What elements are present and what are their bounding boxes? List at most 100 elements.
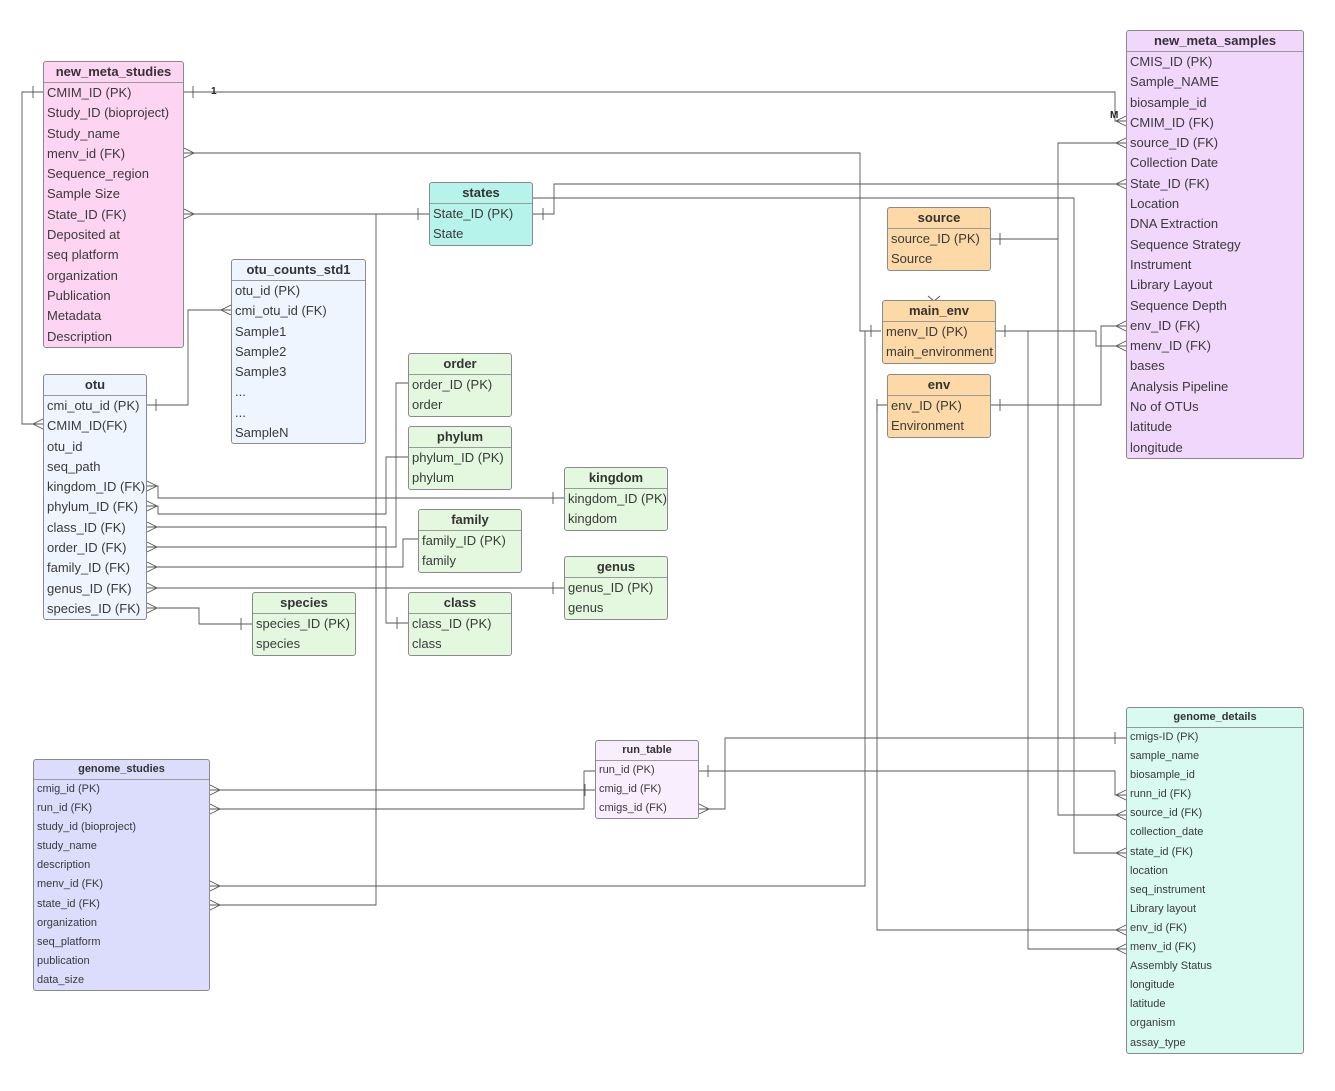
entity-field: data_size xyxy=(37,973,85,986)
entity-field: Sample_NAME xyxy=(1130,74,1219,90)
entity-title: run_table xyxy=(596,741,698,761)
entity-field: Library layout xyxy=(1130,902,1197,915)
entity-field: order_ID (PK) xyxy=(412,377,493,392)
entity-field: biosample_id xyxy=(1130,94,1207,110)
entity-field: menv_id (FK) xyxy=(47,145,126,161)
entity-field: longitude xyxy=(1130,439,1183,455)
connector-cmigs xyxy=(699,737,1126,810)
entity-field: cmigs_id (FK) xyxy=(599,802,667,815)
entity-field: cmig_id (PK) xyxy=(37,783,100,795)
entity-field: location xyxy=(1130,864,1168,877)
entity-field: genus xyxy=(568,600,604,616)
entity-field: biosample_id xyxy=(1130,769,1195,782)
connector-state-meta-samples xyxy=(533,183,1126,215)
entity-field: menv_id (FK) xyxy=(37,878,104,891)
entity-field: Instrument xyxy=(1130,256,1192,272)
entity-field: study_id (bioproject) xyxy=(37,821,137,834)
entity-title: order xyxy=(409,354,511,375)
entity-field: CMIM_ID (FK) xyxy=(1130,114,1214,130)
entity-field: order xyxy=(412,397,443,413)
entity-field: organization xyxy=(37,916,97,929)
entity-title: env xyxy=(888,375,990,396)
entity-field: Source xyxy=(891,251,933,267)
entity-title: family xyxy=(419,510,521,531)
entity-field: kingdom xyxy=(568,511,618,527)
entity-field: source_ID (PK) xyxy=(891,231,980,246)
entity-field: CMIS_ID (PK) xyxy=(1130,54,1213,69)
entity-title: genome_studies xyxy=(34,760,209,780)
entity-field: cmig_id (FK) xyxy=(599,783,662,796)
entity-field: Library Layout xyxy=(1130,277,1213,293)
entity-title: species xyxy=(253,593,355,614)
connector-runn xyxy=(699,770,1126,796)
entity-field: Environment xyxy=(891,418,964,434)
entity-field: phylum xyxy=(412,470,454,486)
entity-field: assay_type xyxy=(1130,1036,1186,1049)
entity-field: Sample3 xyxy=(235,364,287,380)
entity-field: menv_ID (PK) xyxy=(886,324,968,339)
entity-field: phylum_ID (FK) xyxy=(47,499,139,515)
entity-field: seq_path xyxy=(47,458,101,474)
entity-title: phylum xyxy=(409,427,511,448)
entity-field: State_ID (FK) xyxy=(1130,175,1210,191)
entity-field: Assembly Status xyxy=(1130,960,1212,973)
entity-field: menv_ID (FK) xyxy=(1130,338,1211,354)
entity-field: collection_date xyxy=(1130,826,1204,839)
entity-field: seq_platform xyxy=(37,935,101,948)
entity-field: study_name xyxy=(37,840,97,853)
entity-field: organization xyxy=(47,267,118,283)
entity-field: run_id (FK) xyxy=(37,802,93,815)
entity-title: kingdom xyxy=(565,468,667,489)
entity-field: Publication xyxy=(47,287,111,303)
entity-field: sample_name xyxy=(1130,750,1200,763)
entity-field: genus_ID (FK) xyxy=(47,580,132,596)
entity-title: main_env xyxy=(883,301,995,322)
entity-field: CMIM_ID (PK) xyxy=(47,85,132,100)
entity-field: cmigs-ID (PK) xyxy=(1130,731,1199,743)
entity-field: cmi_otu_id (PK) xyxy=(47,398,140,413)
entity-title: otu_counts_std1 xyxy=(232,260,365,281)
entity-kingdom[interactable]: kingdom kingdom_ID (PK) kingdom xyxy=(564,467,668,531)
entity-field: cmi_otu_id (FK) xyxy=(235,303,327,319)
connector-cmim-otu xyxy=(21,91,43,425)
entity-field: No of OTUs xyxy=(1130,399,1199,415)
entity-field: Sequence Depth xyxy=(1130,297,1227,313)
entity-field: class_ID (FK) xyxy=(47,519,126,535)
entity-main-env[interactable]: main_env menv_ID (PK) main_environment xyxy=(882,300,996,364)
entity-field: publication xyxy=(37,954,90,967)
entity-genome-studies[interactable]: genome_studies cmig_id (PK) run_id (FK) stu… xyxy=(33,759,210,992)
entity-title: new_meta_samples xyxy=(1127,31,1303,52)
entity-field: Sample1 xyxy=(235,323,287,339)
entity-field: family xyxy=(422,553,456,569)
connector-env xyxy=(991,325,1126,406)
entity-field: runn_id (FK) xyxy=(1130,788,1192,801)
entity-field: run_id (PK) xyxy=(599,764,655,776)
entity-field: class xyxy=(412,636,442,652)
entity-title: genome_details xyxy=(1127,708,1303,728)
entity-field: SampleN xyxy=(235,425,289,441)
entity-field: kingdom_ID (PK) xyxy=(568,491,667,506)
connector-main-env xyxy=(996,330,1126,347)
connector-family xyxy=(147,538,418,568)
entity-order[interactable]: order order_ID (PK) order xyxy=(408,353,512,417)
entity-field: main_environment xyxy=(886,344,993,360)
entity-title: states xyxy=(430,183,532,204)
entity-run-table[interactable]: run_table run_id (PK) cmig_id (FK) cmigs_id… xyxy=(595,740,699,820)
entity-field: otu_id xyxy=(47,438,83,454)
entity-title: new_meta_studies xyxy=(44,62,183,83)
entity-field: Collection Date xyxy=(1130,155,1219,171)
entity-field: bases xyxy=(1130,358,1165,374)
